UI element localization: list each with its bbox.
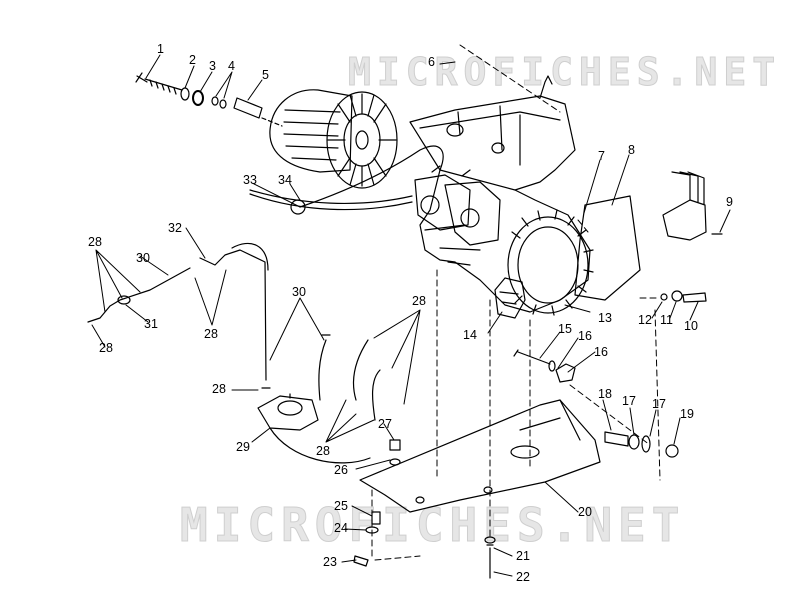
callout-number: 28: [88, 235, 102, 249]
callout-number: 16: [594, 345, 608, 359]
washer-part: [211, 96, 219, 106]
callout-number: 12: [638, 313, 652, 327]
callout-number: 31: [144, 317, 158, 331]
leader-lines: [91, 54, 731, 577]
callout-number: 14: [463, 328, 477, 342]
callout-number: 5: [262, 68, 269, 82]
callout-number: 29: [236, 440, 250, 454]
callout-number: 28: [316, 444, 330, 458]
callout-number: 6: [428, 55, 435, 69]
callout-number: 7: [598, 149, 605, 163]
callout-number: 32: [168, 221, 182, 235]
callout-number: 16: [578, 329, 592, 343]
washer-part: [192, 90, 204, 106]
fuel-pump-part: [257, 393, 371, 464]
callout-number: 11: [660, 313, 673, 327]
callout-number: 23: [323, 555, 337, 569]
callout-number: 19: [680, 407, 694, 421]
nut-part: [665, 444, 679, 458]
callout-number: 9: [726, 195, 733, 209]
nut-part: [353, 555, 369, 567]
cable-part: [249, 189, 413, 204]
mount-part: [371, 511, 381, 525]
callout-number: 1: [157, 42, 164, 56]
washer-part: [484, 536, 496, 544]
bolt-part: [682, 292, 707, 303]
callout-number: 2: [189, 53, 196, 67]
callout-number: 25: [334, 499, 348, 513]
mount-part: [389, 439, 401, 451]
callout-number: 30: [292, 285, 306, 299]
callout-number: 33: [243, 173, 257, 187]
callout-number: 24: [334, 521, 348, 535]
callout-number: 18: [598, 387, 612, 401]
callout-number: 17: [622, 394, 636, 408]
cable-part: [249, 193, 413, 211]
watermark-top: MICROFICHES.NET: [347, 50, 782, 95]
callout-number: 34: [278, 173, 292, 187]
bolt-part: [513, 349, 551, 365]
engine-block-part: [409, 75, 591, 313]
callout-number: 21: [516, 549, 530, 563]
callout-number: 22: [516, 570, 530, 584]
washer-part: [548, 360, 556, 372]
callout-number: 27: [378, 417, 392, 431]
washer-part: [641, 435, 651, 453]
drive-clutch-part: [269, 89, 398, 189]
solenoid-part: [662, 171, 723, 241]
recoil-starter-part: [494, 209, 594, 319]
callout-number: 20: [578, 505, 592, 519]
bushing-part: [555, 363, 576, 383]
callout-number: 17: [652, 397, 666, 411]
bushing-part: [604, 431, 629, 447]
bolt-part: [135, 72, 183, 95]
washer-part: [660, 293, 668, 301]
bolt-part: [486, 544, 494, 579]
spacer-part: [233, 97, 263, 119]
washer-part: [628, 434, 640, 450]
callout-number: 30: [136, 251, 150, 265]
callout-number: 28: [212, 382, 226, 396]
callout-number: 28: [99, 341, 113, 355]
washer-part: [180, 87, 190, 101]
nut-part: [671, 290, 683, 302]
callout-number: 8: [628, 143, 635, 157]
callout-number: 3: [209, 59, 216, 73]
callout-number: 10: [684, 319, 698, 333]
callout-number: 28: [204, 327, 218, 341]
mounting-plate-part: [574, 195, 641, 301]
centerline-part: [371, 44, 661, 561]
grommet-part: [290, 199, 306, 215]
callout-number: 26: [334, 463, 348, 477]
callout-number: 15: [558, 322, 572, 336]
callout-number: 4: [228, 59, 235, 73]
washer-part: [219, 99, 227, 109]
washer-part: [389, 458, 401, 466]
fuel-line-part: [87, 267, 191, 323]
callout-number: 28: [412, 294, 426, 308]
skid-plate-part: [359, 399, 601, 513]
carburetor-part: [414, 165, 501, 246]
callout-number: 13: [598, 311, 612, 325]
